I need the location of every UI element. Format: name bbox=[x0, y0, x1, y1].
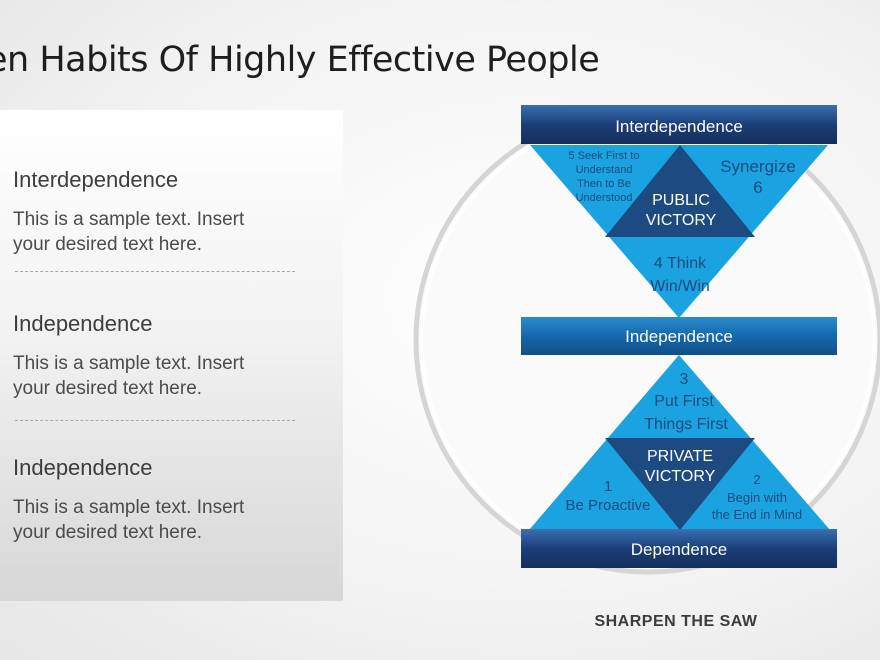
dependence-bar bbox=[521, 529, 837, 568]
section-independence-2: Independence This is a sample text. Inse… bbox=[13, 455, 303, 545]
habit2-line1: 2 bbox=[753, 472, 760, 487]
interdependence-bar bbox=[521, 105, 837, 144]
habit5-line4: Understood bbox=[576, 192, 633, 204]
section-heading: Interdependence bbox=[13, 167, 179, 192]
public-victory-line1: PUBLIC bbox=[652, 192, 710, 209]
section-text: This is a sample text. Insert your desir… bbox=[13, 495, 303, 545]
dependence-label: Dependence bbox=[631, 540, 727, 559]
private-victory-line2: VICTORY bbox=[645, 468, 716, 485]
section-text-line: your desired text here. bbox=[13, 378, 203, 399]
section-text-line: This is a sample text. Insert bbox=[13, 497, 245, 518]
habit4-line1: 4 Think bbox=[654, 255, 707, 272]
section-interdependence: Interdependence This is a sample text. I… bbox=[13, 167, 303, 257]
public-victory-triangle bbox=[605, 145, 755, 237]
public-victory-line2: VICTORY bbox=[646, 212, 717, 229]
habit2-line3: the End in Mind bbox=[712, 507, 802, 522]
page-title: en Habits Of Highly Effective People bbox=[0, 40, 600, 80]
habit5-line3: Then to Be bbox=[577, 178, 631, 190]
independence-label: Independence bbox=[625, 327, 733, 346]
interdependence-label: Interdependence bbox=[615, 117, 743, 136]
section-heading: Independence bbox=[13, 455, 153, 480]
habit2-line2: Begin with bbox=[727, 490, 787, 505]
sharpen-the-saw-caption: SHARPEN THE SAW bbox=[594, 613, 757, 630]
section-text-line: your desired text here. bbox=[13, 522, 203, 543]
habit3-line1: 3 bbox=[680, 371, 689, 388]
private-victory-triangle bbox=[605, 438, 755, 530]
habit1-line1: 1 bbox=[604, 478, 612, 495]
section-text-line: This is a sample text. Insert bbox=[13, 353, 245, 374]
private-victory-line1: PRIVATE bbox=[647, 448, 713, 465]
habit3-line2: Put First bbox=[654, 393, 714, 410]
section-text: This is a sample text. Insert your desir… bbox=[13, 207, 303, 257]
section-divider bbox=[15, 271, 295, 272]
independence-bar bbox=[521, 317, 837, 355]
section-divider bbox=[15, 420, 295, 421]
habit6-line1: Synergize bbox=[720, 157, 796, 176]
section-independence: Independence This is a sample text. Inse… bbox=[13, 311, 303, 401]
habit3-line3: Things First bbox=[644, 416, 728, 433]
habit4-line2: Win/Win bbox=[650, 278, 710, 295]
habit1-line2: Be Proactive bbox=[565, 497, 650, 514]
section-text: This is a sample text. Insert your desir… bbox=[13, 351, 303, 401]
habit6-line2: 6 bbox=[753, 178, 762, 197]
text-panel: Interdependence This is a sample text. I… bbox=[0, 110, 343, 601]
habit5-line2: Understand bbox=[576, 164, 633, 176]
section-heading: Independence bbox=[13, 311, 153, 336]
section-text-line: This is a sample text. Insert bbox=[13, 209, 245, 230]
section-text-line: your desired text here. bbox=[13, 234, 203, 255]
habit5-line1: 5 Seek First to bbox=[569, 150, 640, 162]
